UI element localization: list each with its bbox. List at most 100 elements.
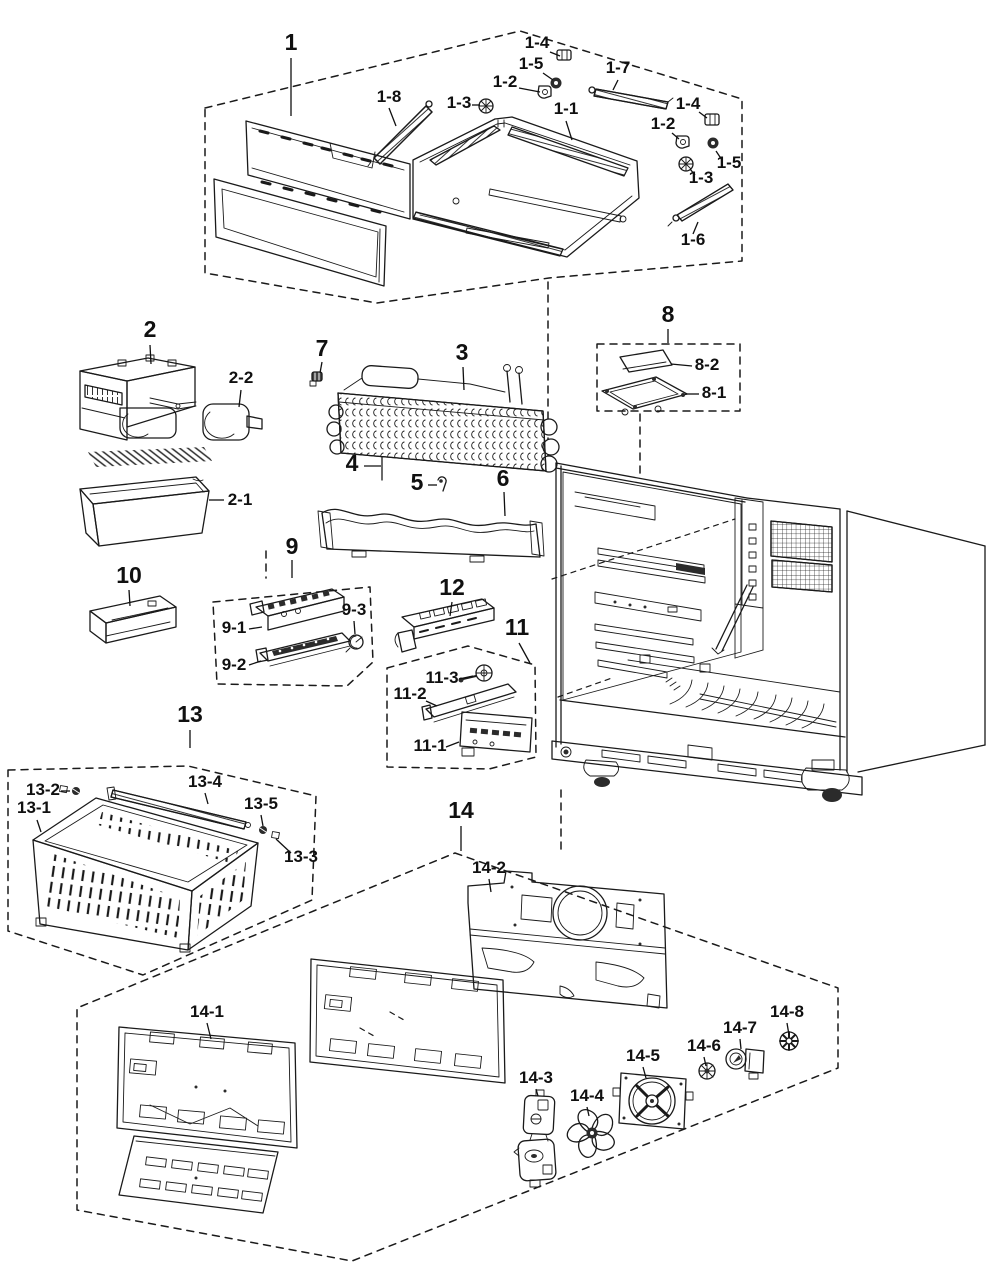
- part-label-13-4: 13-4: [188, 772, 223, 791]
- leader-line-11-1: [445, 741, 460, 748]
- leader-line-14-3: [535, 1088, 539, 1097]
- part-label-13-3: 13-3: [284, 847, 318, 866]
- part-2-2-auger-motor: [202, 403, 263, 441]
- part-9-1-slide-rail: [249, 588, 345, 631]
- part-label-3: 3: [456, 339, 469, 365]
- leader-line-9-1: [248, 626, 263, 630]
- leader-line-1-5: [542, 72, 554, 81]
- leader-line-1-5: [715, 150, 723, 161]
- part-label-13-2: 13-2: [26, 780, 60, 799]
- part-14-5-fan-shroud: [612, 1072, 694, 1130]
- part-8-2-sticker: [619, 349, 673, 373]
- leader-lines-layer: [36, 51, 790, 1117]
- leader-line-12: [449, 601, 453, 617]
- part-label-9-2: 9-2: [222, 655, 247, 674]
- hidden-edge-dashed: [551, 518, 736, 580]
- part-14-7-motor-bracket: [725, 1048, 765, 1080]
- part-3-evaporator: [326, 364, 560, 473]
- part-label-14-6: 14-6: [687, 1036, 721, 1055]
- part-label-2-1: 2-1: [228, 490, 253, 509]
- part-11-2-rail: [421, 683, 517, 723]
- part-13-4-rail: [106, 786, 251, 830]
- leader-line-6: [503, 491, 506, 517]
- part-label-14-5: 14-5: [626, 1046, 660, 1065]
- part-1-1-drawer-body: [412, 116, 640, 258]
- part-label-13-1: 13-1: [17, 798, 51, 817]
- part-label-12: 12: [439, 574, 465, 600]
- part-label-1-3: 1-3: [689, 168, 714, 187]
- part-11-3-roller: [458, 664, 493, 683]
- part-label-14-7: 14-7: [723, 1018, 757, 1037]
- part-label-14-3: 14-3: [519, 1068, 553, 1087]
- part-1-6-rail: [667, 183, 734, 227]
- leader-line-11-2: [425, 700, 438, 707]
- leader-line-13-5: [260, 814, 264, 827]
- part-label-14-4: 14-4: [570, 1086, 605, 1105]
- part-1-drawer-front-panel: [213, 178, 387, 287]
- part-label-7: 7: [316, 335, 329, 361]
- leader-line-10: [128, 589, 131, 607]
- leader-line-14-4: [586, 1106, 590, 1117]
- part-label-14-8: 14-8: [770, 1002, 804, 1021]
- part-14-1-front-cover-panel: [116, 1026, 298, 1214]
- part-14-2-rear-panel: [467, 870, 668, 1009]
- part-12-gear-rail: [394, 598, 495, 653]
- part-label-14: 14: [448, 797, 474, 823]
- group-1-boundary: [204, 30, 743, 479]
- group-9-boundary: [212, 550, 374, 687]
- part-1-5-nut: [550, 77, 562, 89]
- part-label-1-5: 1-5: [519, 54, 544, 73]
- leader-line-1-2: [671, 132, 680, 140]
- leader-line-14-6: [703, 1056, 707, 1067]
- group-8-boundary: [596, 343, 741, 412]
- part-label-1-2: 1-2: [493, 72, 518, 91]
- part-label-2-2: 2-2: [229, 368, 254, 387]
- part-label-11-3: 11-3: [425, 668, 458, 687]
- leader-line-1-2: [518, 87, 541, 93]
- part-label-11-1: 11-1: [413, 736, 446, 755]
- leader-line-1-3: [689, 168, 696, 176]
- leader-line-1-4: [698, 111, 708, 119]
- part-label-9-1: 9-1: [222, 618, 247, 637]
- part-label-13-5: 13-5: [244, 794, 278, 813]
- part-label-11-2: 11-2: [393, 684, 426, 703]
- leader-line-14-7: [739, 1038, 742, 1050]
- part-label-13: 13: [177, 701, 203, 727]
- part-8-1-frame: [601, 376, 688, 416]
- part-label-1-4: 1-4: [525, 33, 550, 52]
- leader-line-14-1: [206, 1022, 212, 1040]
- leader-line-13-1: [36, 819, 42, 833]
- part-1-2-clip: [537, 85, 552, 99]
- group-11-boundary: [386, 645, 537, 770]
- leader-line-9-3: [353, 620, 356, 635]
- part-5-clip: [437, 476, 447, 492]
- part-14-6-grommet: [698, 1062, 716, 1080]
- hidden-edge-dashed: [557, 677, 613, 698]
- part-label-1-8: 1-8: [377, 87, 402, 106]
- part-1-3-wheel: [478, 98, 494, 114]
- leader-line-13-4: [204, 792, 209, 805]
- part-2-1-ice-bucket: [79, 476, 210, 547]
- leader-line-1-7: [612, 79, 619, 91]
- leader-line-14-2: [488, 878, 492, 893]
- part-label-8-1: 8-1: [702, 383, 727, 402]
- group-13-boundary: [7, 765, 317, 976]
- part-label-1-1: 1-1: [554, 99, 579, 118]
- leader-line-2-2: [238, 389, 242, 408]
- part-label-11: 11: [505, 614, 530, 640]
- part-9-3-cam: [345, 634, 364, 653]
- part-label-1-6: 1-6: [681, 230, 706, 249]
- part-label-1-7: 1-7: [606, 58, 631, 77]
- part-10-rail-channel: [89, 595, 177, 644]
- leader-line-13-3: [275, 838, 292, 854]
- part-label-1-5: 1-5: [717, 153, 742, 172]
- leader-line-9-2: [248, 660, 262, 666]
- part-7-clip: [309, 371, 323, 387]
- part-14-4-fan-blade: [566, 1109, 615, 1158]
- part-11-1-gear-rail: [459, 711, 533, 757]
- part-14-inner-cover-panel: [309, 958, 506, 1084]
- leader-line-2: [149, 344, 152, 365]
